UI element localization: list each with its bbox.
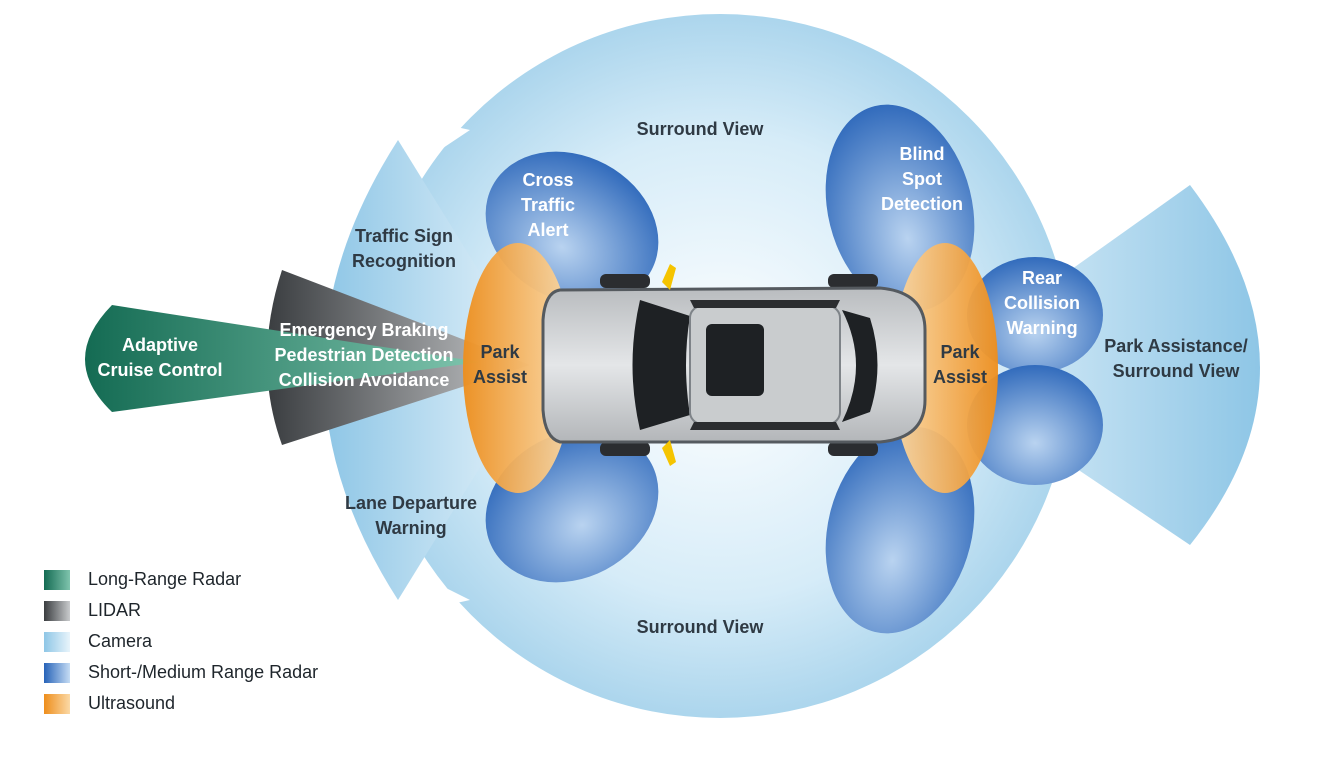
legend-label: Camera: [88, 631, 153, 651]
traffic-sign-label: Traffic Sign: [355, 226, 453, 246]
emergency-braking-label: Emergency Braking: [279, 320, 448, 340]
rear-collision-label: Collision: [1004, 293, 1080, 313]
rear-collision-radar-lobe-bottom: [967, 365, 1103, 485]
cross-traffic-label: Traffic: [521, 195, 575, 215]
park-assist-front-label: Assist: [473, 367, 527, 387]
blind-spot-label: Blind: [900, 144, 945, 164]
adaptive-cruise-label: Adaptive: [122, 335, 198, 355]
blind-spot-label: Spot: [902, 169, 942, 189]
park-assistance-surround-label: Park Assistance/: [1104, 336, 1247, 356]
legend-swatch: [44, 631, 70, 652]
park-assist-rear-label: Assist: [933, 367, 987, 387]
rear-collision-label: Rear: [1022, 268, 1062, 288]
rear-camera-zone: [930, 185, 1260, 545]
legend-swatch: [44, 569, 70, 590]
blind-spot-label: Detection: [881, 194, 963, 214]
collision-avoidance-label: Collision Avoidance: [279, 370, 450, 390]
rear-collision-radar-lobe-top: [967, 257, 1103, 373]
legend-item-ultrasound: Ultrasound: [44, 688, 318, 719]
legend-item-long-range-radar: Long-Range Radar: [44, 564, 318, 595]
surround-view-notch-bottom: [380, 585, 470, 620]
long-range-radar-zone: [85, 305, 480, 412]
legend-item-camera: Camera: [44, 626, 318, 657]
lane-departure-label: Lane Departure: [345, 493, 477, 513]
cross-traffic-label: Cross: [522, 170, 573, 190]
legend-label: Ultrasound: [88, 693, 176, 713]
legend-label: Short-/Medium Range Radar: [88, 662, 319, 682]
legend-swatch: [44, 693, 70, 714]
surround-view-bottom-label: Surround View: [637, 617, 765, 637]
legend-item-lidar: LIDAR: [44, 595, 318, 626]
traffic-sign-label: Recognition: [352, 251, 456, 271]
legend-label: LIDAR: [88, 600, 142, 620]
park-assist-front-label: Park: [480, 342, 520, 362]
legend-swatch: [44, 662, 70, 683]
park-assist-rear-label: Park: [940, 342, 980, 362]
cross-traffic-label: Alert: [527, 220, 568, 240]
rear-collision-label: Warning: [1006, 318, 1077, 338]
legend: Long-Range Radar LIDAR Camera Short-/Med…: [44, 564, 318, 719]
surround-view-top-label: Surround View: [637, 119, 765, 139]
legend-swatch: [44, 600, 70, 621]
legend-item-short-medium-radar: Short-/Medium Range Radar: [44, 657, 318, 688]
lane-departure-label: Warning: [375, 518, 446, 538]
adaptive-cruise-label: Cruise Control: [97, 360, 222, 380]
pedestrian-detection-label: Pedestrian Detection: [274, 345, 453, 365]
park-assistance-surround-label: Surround View: [1113, 361, 1241, 381]
car-illustration: [541, 264, 927, 466]
surround-view-notch-top: [380, 110, 470, 150]
legend-label: Long-Range Radar: [88, 569, 242, 589]
